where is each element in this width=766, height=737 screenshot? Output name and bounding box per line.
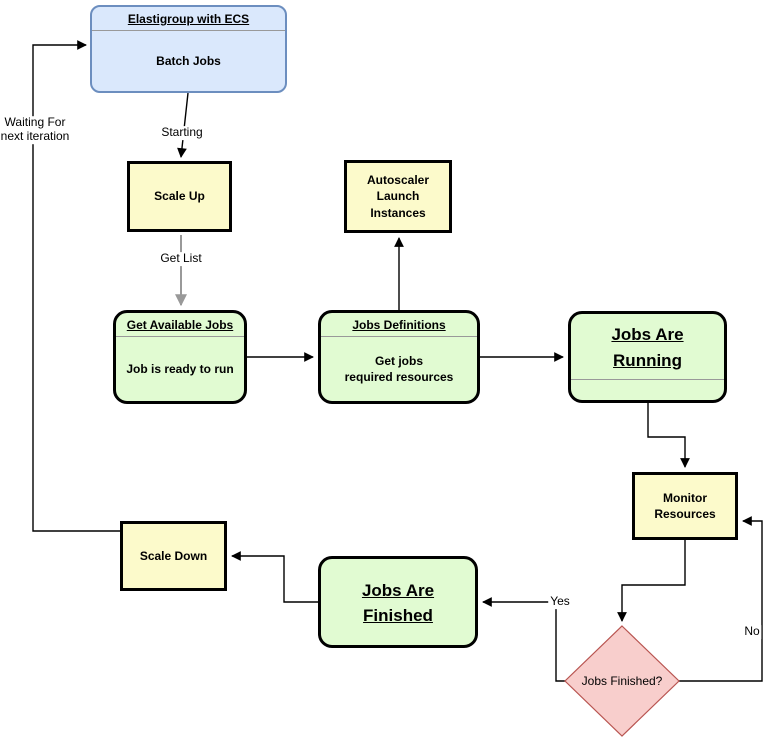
- node-batch-jobs-title: Elastigroup with ECS: [92, 7, 285, 32]
- node-autoscaler-label: Autoscaler Launch Instances: [366, 173, 430, 220]
- node-autoscaler-launch-instances: Autoscaler Launch Instances: [344, 160, 452, 233]
- node-batch-jobs: Elastigroup with ECS Batch Jobs: [90, 5, 287, 93]
- edge-label-get-list: Get List: [158, 251, 204, 266]
- node-jobs-are-finished: Jobs Are Finished: [318, 556, 478, 648]
- node-jobs-are-running-body: [571, 380, 724, 400]
- edge-label-waiting-for-next-iteration: Waiting For next iteration: [0, 115, 72, 144]
- node-jobs-are-finished-title: Jobs Are Finished: [361, 580, 435, 626]
- node-get-available-jobs-title: Get Available Jobs: [116, 313, 244, 338]
- node-monitor-resources: Monitor Resources: [632, 472, 738, 540]
- decision-diamond-jobs-finished: [564, 625, 680, 737]
- node-batch-jobs-body: Batch Jobs: [156, 54, 221, 69]
- edge-jobsarefinished-to-scaledown: [231, 551, 318, 603]
- node-scale-down: Scale Down: [120, 521, 227, 591]
- edge-decision-no-to-monitorresources: [679, 516, 763, 682]
- edge-monitorresources-to-decision: [617, 540, 686, 622]
- node-jobs-are-running: Jobs Are Running: [568, 311, 727, 403]
- node-monitor-resources-label: Monitor Resources: [654, 490, 716, 521]
- node-jobs-definitions-body: Get jobs required resources: [344, 354, 454, 385]
- edge-label-starting: Starting: [159, 125, 205, 140]
- node-jobs-definitions-title: Jobs Definitions: [321, 313, 477, 338]
- node-scale-up: Scale Up: [127, 161, 232, 232]
- node-get-available-jobs-body: Job is ready to run: [126, 362, 234, 377]
- edge-decision-yes-to-jobsarefinished: [482, 597, 565, 682]
- edge-scaledown-to-batchjobs-waiting-loop: [32, 40, 120, 532]
- edge-batchjobs-to-scaleup-starting: [177, 92, 189, 158]
- node-jobs-definitions: Jobs Definitions Get jobs required resou…: [318, 310, 480, 404]
- edge-jobsarerunning-to-monitorresources: [647, 403, 690, 468]
- node-scale-down-label: Scale Down: [139, 548, 208, 563]
- edge-label-no: No: [742, 624, 762, 639]
- node-get-available-jobs: Get Available Jobs Job is ready to run: [113, 310, 247, 404]
- node-scale-up-label: Scale Up: [154, 189, 205, 204]
- node-jobs-are-running-title: Jobs Are Running: [571, 314, 724, 380]
- edge-label-yes: Yes: [548, 594, 572, 609]
- decision-jobs-finished-label: Jobs Finished?: [581, 674, 663, 688]
